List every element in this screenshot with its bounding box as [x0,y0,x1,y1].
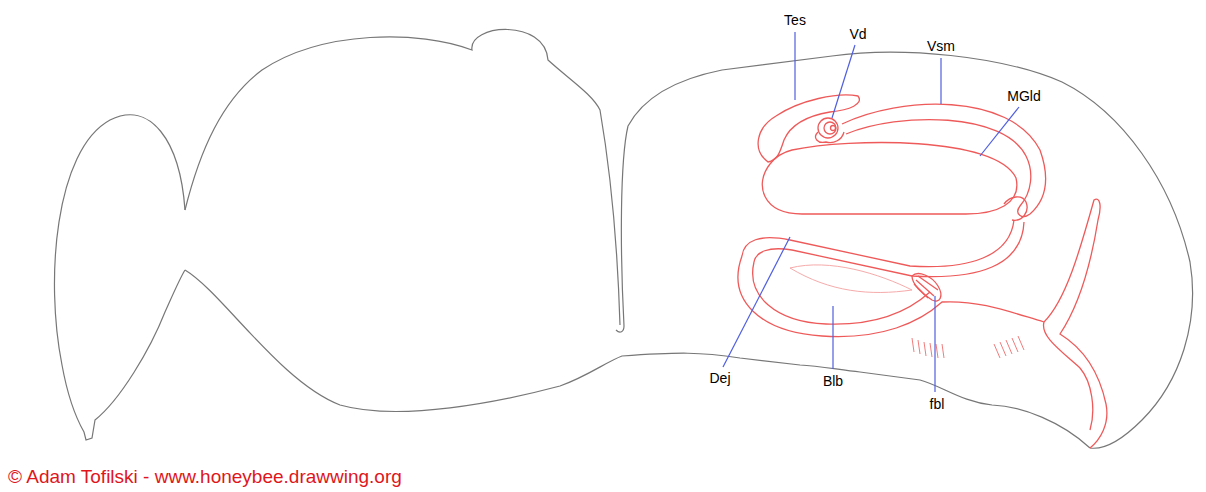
ridges [912,336,1024,358]
part-label: Blb [823,373,843,389]
vas-deferens-coil [816,118,844,143]
leader-line [980,107,1019,156]
leader-line [723,237,790,367]
mucus-gland [762,143,1017,214]
leader-line [934,296,935,392]
bulb [738,256,1044,337]
part-label: Tes [784,12,806,28]
leader-line [832,45,855,118]
head-outline [54,115,185,440]
testis [758,95,859,162]
part-label: Vd [849,26,866,42]
part-label: MGld [1007,88,1040,104]
reproductive-organs [738,95,1107,448]
body-outline [54,29,1192,448]
seminal-vesicle [842,104,1045,216]
mucus-gland-duct [1004,197,1027,220]
leader-line [794,32,795,100]
abdomen-front-edge [616,126,628,332]
part-label: Dej [709,370,730,386]
thorax-outline [185,29,620,325]
part-label: fbl [930,396,945,412]
endophallus [1043,199,1106,448]
bulb-inner [790,265,912,293]
fimbriate-lobe [912,274,941,301]
thorax-underside [185,270,1090,448]
abdomen-outline [628,52,1193,448]
copyright-note: © Adam Tofilski - www.honeybee.drawwing.… [8,466,402,488]
part-label: Vsm [927,38,955,54]
leader-lines [723,32,1019,392]
leader-line [940,58,941,104]
leader-line [832,306,833,369]
